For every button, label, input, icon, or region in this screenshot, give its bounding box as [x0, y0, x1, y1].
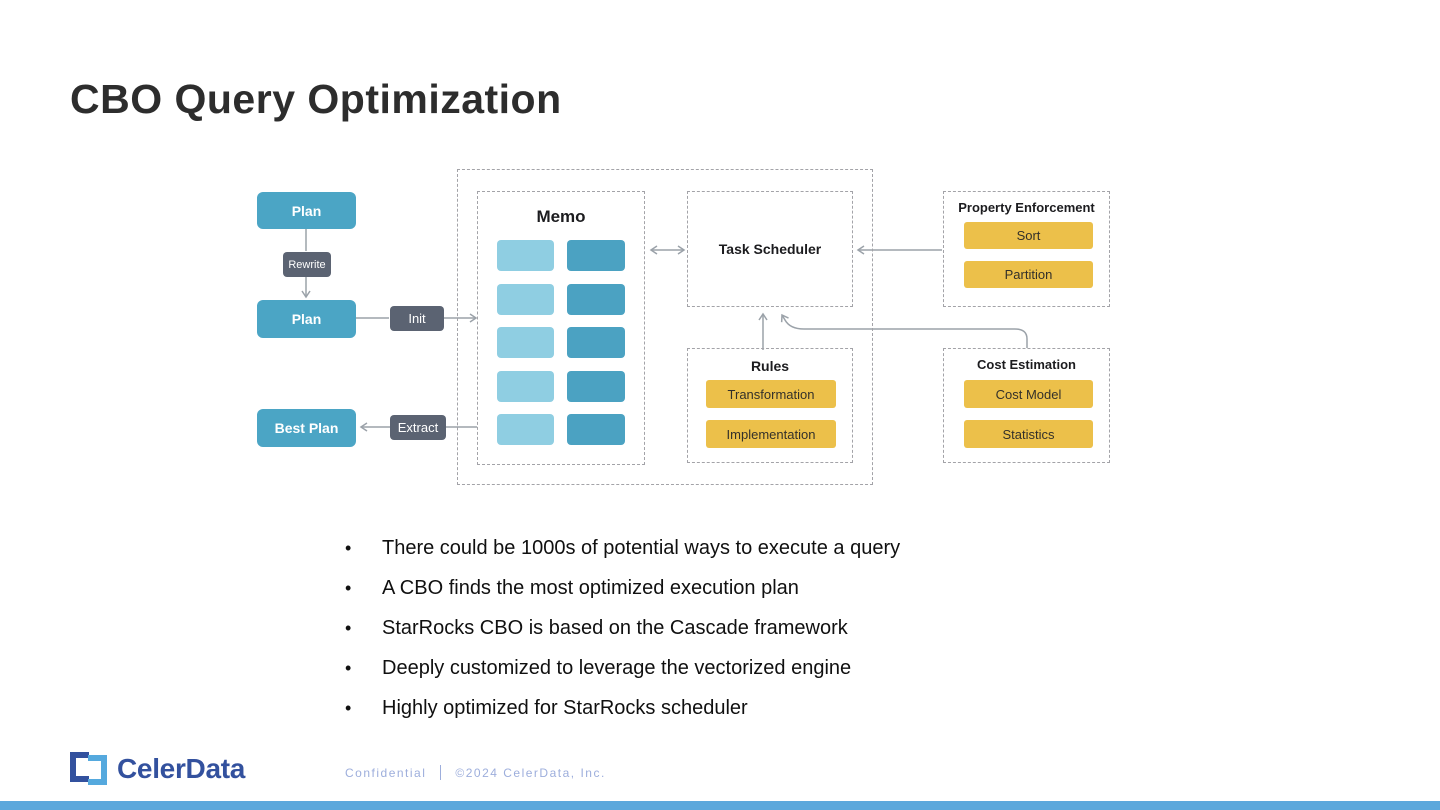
- brand-name: CelerData: [117, 753, 246, 784]
- cost-estimation-panel: Cost Estimation Cost Model Statistics: [943, 348, 1110, 463]
- extract-label: Extract: [397, 420, 439, 435]
- init-label: Init: [408, 311, 426, 326]
- memo-group-cell: [567, 327, 625, 358]
- bullet-dot: •: [345, 658, 352, 678]
- celerdata-brackets-icon: [70, 752, 108, 786]
- bullet-text: Highly optimized for StarRocks scheduler: [382, 697, 748, 719]
- rules-panel: Rules Transformation Implementation: [687, 348, 853, 463]
- footer-divider: [440, 765, 442, 780]
- bottom-accent-bar: [0, 801, 1440, 810]
- bullet-item: • There could be 1000s of potential ways…: [345, 537, 900, 559]
- memo-title: Memo: [536, 207, 586, 226]
- rules-title: Rules: [750, 358, 790, 374]
- memo-panel: Memo: [477, 191, 645, 465]
- bullet-item: • Highly optimized for StarRocks schedul…: [345, 697, 900, 719]
- bullet-text: There could be 1000s of potential ways t…: [382, 537, 901, 559]
- memo-group-cell: [567, 370, 625, 402]
- partition-label: Partition: [1004, 267, 1053, 282]
- optimizer-outer-boundary: [457, 169, 873, 485]
- memo-group-cell: [497, 414, 554, 445]
- memo-group-cell: [567, 283, 625, 315]
- memo-group-grid: [497, 240, 625, 445]
- memo-group-cell: [497, 240, 554, 271]
- bullet-text: StarRocks CBO is based on the Cascade fr…: [382, 617, 848, 639]
- property-enforcement-panel: Property Enforcement Sort Partition: [943, 191, 1110, 307]
- transformation-label: Transformation: [727, 386, 815, 402]
- cost-model-label: Cost Model: [995, 386, 1062, 402]
- right-bracket-glyph: [88, 755, 107, 785]
- best-plan-box: Best Plan: [257, 409, 356, 447]
- page-title: CBO Query Optimization: [70, 76, 562, 122]
- bullet-dot: •: [345, 698, 352, 718]
- implementation-label: Implementation: [726, 426, 816, 442]
- statistics-chip: Statistics: [964, 420, 1093, 448]
- init-step-box: Init: [390, 306, 444, 331]
- bullet-text: Deeply customized to leverage the vector…: [382, 657, 852, 679]
- confidential-label: Confidential: [345, 765, 427, 780]
- plan-box-mid-label: Plan: [291, 311, 322, 327]
- bullet-text: A CBO finds the most optimized execution…: [382, 577, 799, 599]
- memo-group-cell: [497, 370, 554, 402]
- bullet-dot: •: [345, 538, 352, 558]
- transformation-chip: Transformation: [706, 380, 836, 408]
- footer-legal: Confidential ©2024 CelerData, Inc.: [345, 765, 606, 780]
- cost-estimation-title: Cost Estimation: [977, 357, 1076, 372]
- extract-step-box: Extract: [390, 415, 446, 440]
- implementation-chip: Implementation: [706, 420, 836, 448]
- partition-chip: Partition: [964, 261, 1093, 288]
- copyright-label: ©2024 CelerData, Inc.: [455, 765, 606, 780]
- cost-model-chip: Cost Model: [964, 380, 1093, 408]
- memo-group-cell: [497, 327, 554, 358]
- memo-group-cell: [567, 240, 625, 271]
- bullet-item: • Deeply customized to leverage the vect…: [345, 657, 900, 679]
- bullet-dot: •: [345, 578, 352, 598]
- property-enforcement-title: Property Enforcement: [958, 200, 1095, 215]
- memo-group-cell: [497, 283, 554, 315]
- bullet-dot: •: [345, 618, 352, 638]
- plan-box-top: Plan: [257, 192, 356, 229]
- task-scheduler-label: Task Scheduler: [718, 241, 822, 257]
- plan-box-mid: Plan: [257, 300, 356, 338]
- bullet-list: • There could be 1000s of potential ways…: [345, 537, 900, 737]
- sort-chip: Sort: [964, 222, 1093, 249]
- task-scheduler-panel: Task Scheduler: [687, 191, 853, 307]
- left-bracket-glyph: [70, 752, 89, 782]
- celerdata-logo: CelerData: [70, 752, 245, 786]
- best-plan-label: Best Plan: [274, 420, 339, 436]
- bullet-item: • A CBO finds the most optimized executi…: [345, 577, 900, 599]
- statistics-label: Statistics: [1002, 426, 1055, 442]
- rewrite-label: Rewrite: [288, 258, 326, 271]
- bullet-item: • StarRocks CBO is based on the Cascade …: [345, 617, 900, 639]
- rewrite-step-box: Rewrite: [283, 252, 331, 277]
- memo-group-cell: [567, 414, 625, 445]
- plan-box-top-label: Plan: [291, 202, 322, 219]
- sort-label: Sort: [1016, 228, 1041, 243]
